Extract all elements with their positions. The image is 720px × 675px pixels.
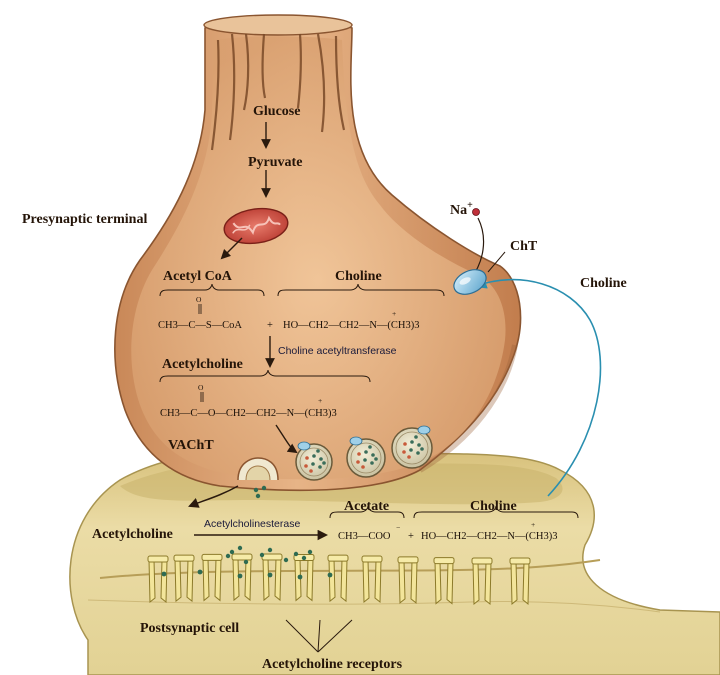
esterase-label: Acetylcholinesterase <box>204 518 300 530</box>
bound-ach-dot <box>327 572 333 578</box>
plus-sign-bottom: + <box>408 531 414 542</box>
ach-dot <box>307 549 313 555</box>
receptor-pointer-lines <box>285 619 353 653</box>
vesicle-icon <box>346 436 386 478</box>
mitochondrion-icon <box>223 207 289 245</box>
receptors-label: Acetylcholine receptors <box>262 657 403 672</box>
acetylcholine-molecules <box>161 485 333 580</box>
receptor-icon <box>433 557 455 605</box>
ach-dot <box>255 493 261 499</box>
ach-dot <box>293 551 299 557</box>
vesicle-icon <box>295 441 333 481</box>
acetylcholine-cleft-label: Acetylcholine <box>92 527 173 542</box>
postsynaptic-cell-label: Postsynaptic cell <box>140 621 239 636</box>
svg-text:−: − <box>396 523 400 532</box>
pyruvate-label: Pyruvate <box>248 155 302 170</box>
vacht-label: VAChT <box>168 438 214 453</box>
svg-text:HO—CH2—CH2—N—(CH3)3: HO—CH2—CH2—N—(CH3)3 <box>283 320 420 331</box>
presynaptic-terminal-label: Presynaptic terminal <box>22 212 147 227</box>
ach-dot <box>301 555 307 561</box>
receptor-icon <box>147 555 169 604</box>
acetyl-coa-label: Acetyl CoA <box>163 269 233 284</box>
acetate-label: Acetate <box>344 499 389 514</box>
cytoskeleton-filaments <box>210 33 346 151</box>
bound-ach-dot <box>161 571 167 577</box>
bound-ach-dot <box>237 573 243 579</box>
svg-text:CH3—C—S—CoA: CH3—C—S—CoA <box>158 320 242 331</box>
ach-dot <box>283 557 289 563</box>
ach-dot <box>259 552 265 558</box>
watermark: 大数据课堂 <box>7 651 81 665</box>
synaptic-vesicles <box>295 425 433 481</box>
acetyl-coa-formula: O CH3—C—S—CoA <box>158 295 242 331</box>
choline-right-label: Choline <box>580 276 627 291</box>
acetylcholine-receptors <box>147 553 531 605</box>
cht-label: ChT <box>510 239 538 254</box>
ach-dot <box>267 547 273 553</box>
receptor-icon <box>173 554 195 603</box>
ach-dot <box>229 549 235 555</box>
svg-text:O: O <box>196 295 202 304</box>
bound-ach-dot <box>297 574 303 580</box>
svg-text:O: O <box>198 383 204 392</box>
ach-dot <box>225 553 231 559</box>
acetylcholine-top-label: Acetylcholine <box>162 357 243 372</box>
choline-bottom-label: Choline <box>470 499 517 514</box>
svg-text:+: + <box>392 309 396 318</box>
ach-dot <box>253 487 259 493</box>
synthesis-arrows <box>220 122 298 454</box>
receptor-icon <box>397 556 419 604</box>
receptor-icon <box>201 553 223 602</box>
receptor-icon <box>327 554 349 603</box>
svg-text:+: + <box>318 396 322 405</box>
sodium-label: Na+ <box>450 200 473 218</box>
svg-text:大数据课堂: 大数据课堂 <box>26 651 81 665</box>
ach-dot <box>237 545 243 551</box>
receptor-icon <box>361 555 383 604</box>
cht-leader-line <box>487 251 506 273</box>
ach-dot <box>261 485 267 491</box>
vesicle-icon <box>391 425 433 469</box>
choline-formula: + HO—CH2—CH2—N—(CH3)3 <box>283 309 420 331</box>
acetate-formula: CH3—COO − <box>338 523 400 542</box>
receptor-icon <box>509 557 531 605</box>
receptor-icon <box>231 553 253 602</box>
acetylcholine-formula: O + CH3—C—O—CH2—CH2—N—(CH3)3 <box>160 383 337 419</box>
ach-dot <box>243 559 249 565</box>
bound-ach-dot <box>197 569 203 575</box>
fusing-vesicle <box>237 457 279 481</box>
choline-bottom-formula: + HO—CH2—CH2—N—(CH3)3 <box>421 520 558 542</box>
release-arrow <box>188 485 239 508</box>
glucose-label: Glucose <box>253 104 300 119</box>
svg-text:CH3—C—O—CH2—CH2—N—(CH3)3: CH3—C—O—CH2—CH2—N—(CH3)3 <box>160 408 337 419</box>
svg-text:+: + <box>531 520 535 529</box>
choline-top-label: Choline <box>335 269 382 284</box>
cht-transporter-icon <box>453 269 487 295</box>
transferase-label: Choline acetyltransferase <box>278 345 397 357</box>
svg-text:CH3—COO: CH3—COO <box>338 531 391 542</box>
plus-sign: + <box>267 320 273 331</box>
choline-reuptake-arrow <box>473 276 602 497</box>
svg-text:HO—CH2—CH2—N—(CH3)3: HO—CH2—CH2—N—(CH3)3 <box>421 531 558 542</box>
receptor-icon <box>471 557 493 605</box>
presynaptic-terminal <box>114 14 522 492</box>
formula-brackets <box>159 283 579 519</box>
bound-ach-dot <box>267 572 273 578</box>
